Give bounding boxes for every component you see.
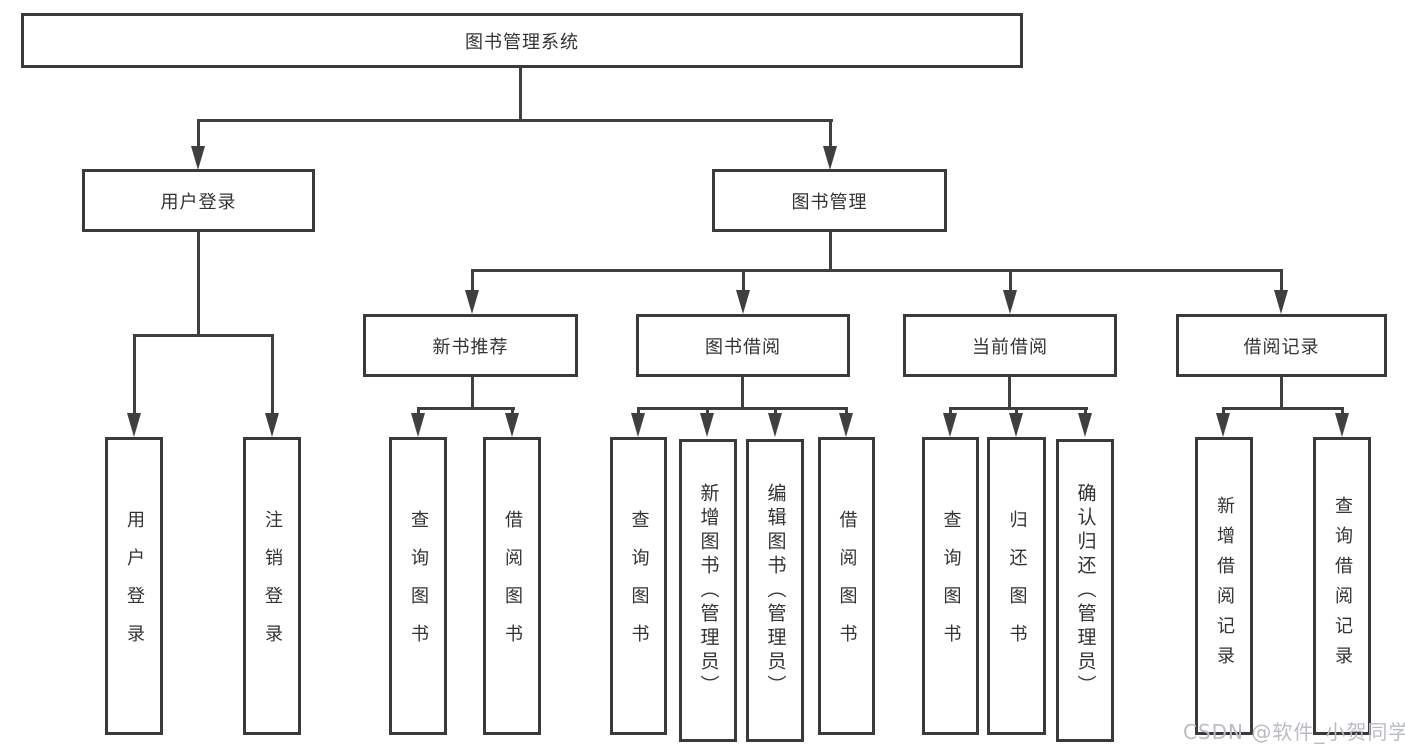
connector-drop-leaf-logout (271, 334, 274, 419)
connector-newbooks-stem (471, 376, 474, 409)
arrowhead-rec-add (1216, 413, 1230, 437)
connector-drop-bb-edit (774, 407, 777, 417)
arrowhead-leaf-logout (265, 413, 279, 437)
leaf-cb-return-label: 归还图书 (1006, 510, 1028, 662)
connector-drop-bb-borrow (845, 407, 848, 417)
arrowhead-bb-add (700, 413, 714, 437)
arrowhead-nb-borrow (505, 413, 519, 437)
connector-drop-new-books (471, 269, 474, 293)
connector-drop-nb-borrow (511, 407, 514, 417)
connector-bookmgmt-hline (471, 269, 1283, 272)
node-current-borrow-label: 当前借阅 (972, 336, 1048, 358)
connector-records-hline (1222, 407, 1344, 410)
arrowhead-leaf-user-login (127, 413, 141, 437)
connector-drop-rec-add (1222, 407, 1225, 417)
leaf-logout: 注销登录 (243, 437, 301, 735)
node-borrow-records-label: 借阅记录 (1243, 336, 1320, 358)
connector-userlogin-stem (197, 232, 200, 336)
leaf-bb-query: 查询图书 (610, 437, 667, 735)
leaf-bb-borrow-label: 借阅图书 (836, 510, 858, 662)
leaf-cb-confirm-label: 确认归还（管理员） (1074, 482, 1097, 699)
connector-records-stem (1280, 376, 1283, 409)
leaf-rec-query: 查询借阅记录 (1313, 437, 1371, 735)
leaf-cb-query: 查询图书 (922, 437, 979, 735)
arrowhead-nb-query (411, 413, 425, 437)
leaf-bb-add: 新增图书（管理员） (679, 439, 737, 742)
connector-newbooks-hline (417, 407, 515, 410)
leaf-nb-query: 查询图书 (389, 437, 447, 735)
node-user-login-label: 用户登录 (160, 191, 237, 213)
node-book-borrow: 图书借阅 (636, 314, 850, 377)
leaf-bb-add-label: 新增图书（管理员） (697, 482, 720, 699)
connector-drop-bb-add (706, 407, 709, 417)
connector-bookborrow-hline (637, 407, 848, 410)
connector-userlogin-hline (133, 334, 274, 337)
node-book-mgmt-label: 图书管理 (791, 191, 868, 213)
arrowhead-rec-query (1335, 413, 1349, 437)
connector-drop-bb-query (637, 407, 640, 417)
csdn-watermark: CSDN @软件_小贺同学 (1183, 720, 1405, 744)
node-borrow-records: 借阅记录 (1176, 314, 1387, 377)
connector-drop-borrow-records (1280, 269, 1283, 293)
arrowhead-new-books (465, 290, 479, 314)
node-root-label: 图书管理系统 (465, 31, 579, 53)
leaf-bb-borrow: 借阅图书 (818, 437, 875, 735)
connector-root-stem (519, 68, 522, 120)
arrowhead-bb-query (631, 413, 645, 437)
connector-bookmgmt-stem (829, 232, 832, 272)
connector-drop-nb-query (417, 407, 420, 417)
leaf-user-login: 用户登录 (105, 437, 163, 735)
connector-drop-cb-confirm (1084, 407, 1087, 417)
leaf-logout-label: 注销登录 (262, 510, 283, 662)
leaf-bb-query-label: 查询图书 (628, 510, 650, 662)
arrowhead-book-borrow (736, 290, 750, 314)
connector-currentborrow-hline (949, 407, 1088, 410)
leaf-nb-query-label: 查询图书 (408, 510, 429, 662)
arrowhead-cb-return (1009, 413, 1023, 437)
leaf-rec-add-label: 新增借阅记录 (1214, 496, 1235, 676)
leaf-cb-return: 归还图书 (987, 437, 1046, 735)
leaf-rec-add: 新增借阅记录 (1195, 437, 1253, 735)
arrowhead-cb-confirm (1078, 413, 1092, 437)
node-current-borrow: 当前借阅 (903, 314, 1117, 377)
leaf-nb-borrow-label: 借阅图书 (502, 510, 523, 662)
arrowhead-book-mgmt (823, 146, 837, 170)
connector-drop-user-login (197, 119, 200, 151)
connector-drop-current-borrow (1009, 269, 1012, 293)
leaf-cb-query-label: 查询图书 (940, 510, 962, 662)
arrowhead-bb-borrow (839, 413, 853, 437)
connector-currentborrow-stem (1008, 376, 1011, 409)
arrowhead-bb-edit (768, 413, 782, 437)
connector-drop-book-borrow (742, 269, 745, 293)
connector-drop-cb-query (949, 407, 952, 417)
node-new-books-label: 新书推荐 (432, 336, 509, 358)
node-new-books: 新书推荐 (363, 314, 578, 377)
arrowhead-borrow-records (1274, 290, 1288, 314)
connector-drop-rec-query (1341, 407, 1344, 417)
node-root: 图书管理系统 (21, 13, 1023, 68)
connector-drop-book-mgmt (829, 119, 832, 151)
node-user-login: 用户登录 (82, 169, 315, 232)
leaf-rec-query-label: 查询借阅记录 (1332, 496, 1353, 676)
connector-root-hline (197, 119, 833, 122)
arrowhead-cb-query (943, 413, 957, 437)
leaf-user-login-label: 用户登录 (124, 510, 145, 662)
arrowhead-user-login (191, 146, 205, 170)
arrowhead-current-borrow (1003, 290, 1017, 314)
node-book-mgmt: 图书管理 (712, 169, 947, 232)
connector-bookborrow-stem (741, 376, 744, 409)
node-book-borrow-label: 图书借阅 (705, 336, 781, 358)
leaf-nb-borrow: 借阅图书 (483, 437, 541, 735)
connector-drop-cb-return (1015, 407, 1018, 417)
leaf-cb-confirm: 确认归还（管理员） (1056, 439, 1114, 742)
leaf-bb-edit-label: 编辑图书（管理员） (764, 482, 787, 699)
leaf-bb-edit: 编辑图书（管理员） (746, 439, 804, 742)
connector-drop-leaf-user-login (133, 334, 136, 419)
